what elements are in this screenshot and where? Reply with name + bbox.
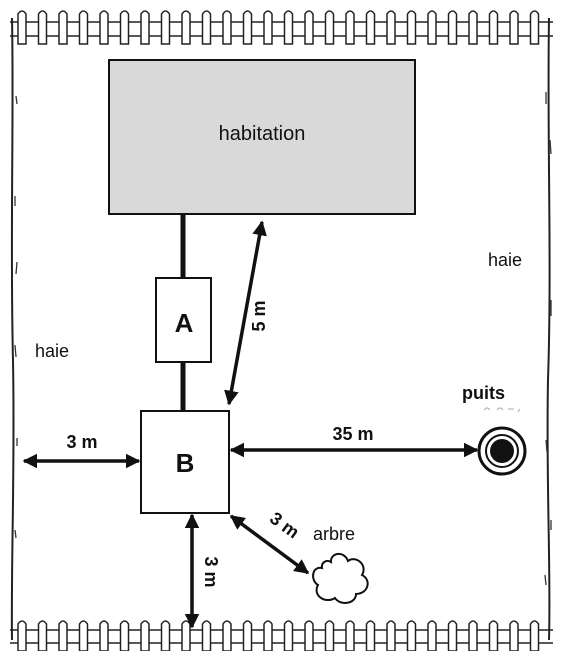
- fence-picket: [345, 620, 355, 651]
- fence-picket: [427, 620, 437, 651]
- fence-picket: [17, 620, 27, 651]
- fence-picket: [468, 620, 478, 651]
- fence-picket: [58, 10, 68, 45]
- fence-picket: [37, 620, 48, 651]
- fence-picket: [406, 620, 417, 651]
- box-a-label: A: [175, 308, 194, 338]
- fence-picket: [17, 10, 27, 45]
- fence-picket: [160, 620, 171, 651]
- house-label: habitation: [219, 123, 306, 145]
- fence-picket: [263, 620, 273, 651]
- fence-top: [10, 10, 553, 45]
- fence-picket: [345, 10, 355, 45]
- fence-picket: [181, 10, 191, 45]
- fence-picket: [447, 620, 458, 651]
- tree-icon: [312, 553, 369, 604]
- hedge-left: [10, 17, 18, 641]
- fence-picket: [140, 620, 150, 651]
- fence-picket: [222, 10, 232, 45]
- fence-picket: [160, 10, 171, 45]
- distance-label-bottom-hedge: 3 m: [201, 556, 221, 587]
- fence-picket: [263, 10, 273, 45]
- puits-label-shadow: [483, 407, 521, 413]
- fence-picket: [119, 620, 130, 651]
- fence-picket: [529, 10, 540, 45]
- fence-picket: [509, 10, 519, 45]
- fence-picket: [488, 10, 499, 45]
- fence-picket: [324, 620, 335, 651]
- box-b-label: B: [176, 448, 195, 478]
- fence-picket: [468, 10, 478, 45]
- fence-picket: [386, 10, 396, 45]
- fence-picket: [201, 620, 212, 651]
- fence-picket: [406, 10, 417, 45]
- distance-label-house-to-b: 5 m: [249, 300, 269, 331]
- hedge-label-left: haie: [35, 341, 69, 361]
- fence-picket: [365, 10, 376, 45]
- fence-picket: [386, 620, 396, 651]
- box-b: [140, 410, 230, 514]
- fence-picket: [304, 620, 314, 651]
- fence-picket: [78, 620, 89, 651]
- fence-picket: [509, 620, 519, 651]
- fence-picket: [365, 620, 376, 651]
- arrow-house-to-b: [224, 220, 267, 406]
- fence-picket: [242, 620, 253, 651]
- well-icon: [477, 426, 527, 476]
- tree-label: arbre: [313, 524, 355, 544]
- distance-label-puits: 35 m: [332, 424, 373, 444]
- arrow-b-to-arbre: [229, 514, 310, 575]
- fence-picket: [99, 620, 109, 651]
- fence-picket: [140, 10, 150, 45]
- fence-picket: [283, 10, 294, 45]
- puits-label: puits: [462, 383, 505, 403]
- fence-picket: [78, 10, 89, 45]
- fence-picket: [181, 620, 191, 651]
- distance-label-arbre: 3 m: [266, 508, 303, 542]
- fence-picket: [37, 10, 48, 45]
- fence-picket: [488, 620, 499, 651]
- box-a: [155, 277, 212, 363]
- fence-picket: [283, 620, 294, 651]
- fence-picket: [447, 10, 458, 45]
- fence-picket: [201, 10, 212, 45]
- fence-picket: [242, 10, 253, 45]
- fence-picket: [427, 10, 437, 45]
- fence-picket: [119, 10, 130, 45]
- hedge-label-right: haie: [488, 250, 522, 270]
- hedge-right: [544, 17, 552, 641]
- fence-picket: [58, 620, 68, 651]
- fence-picket: [304, 10, 314, 45]
- fence-bottom: [10, 620, 553, 651]
- fence-picket: [222, 620, 232, 651]
- fence-picket: [324, 10, 335, 45]
- house-rect: [108, 59, 416, 215]
- distance-label-left-hedge: 3 m: [66, 432, 97, 452]
- fence-picket: [529, 620, 540, 651]
- fence-picket: [99, 10, 109, 45]
